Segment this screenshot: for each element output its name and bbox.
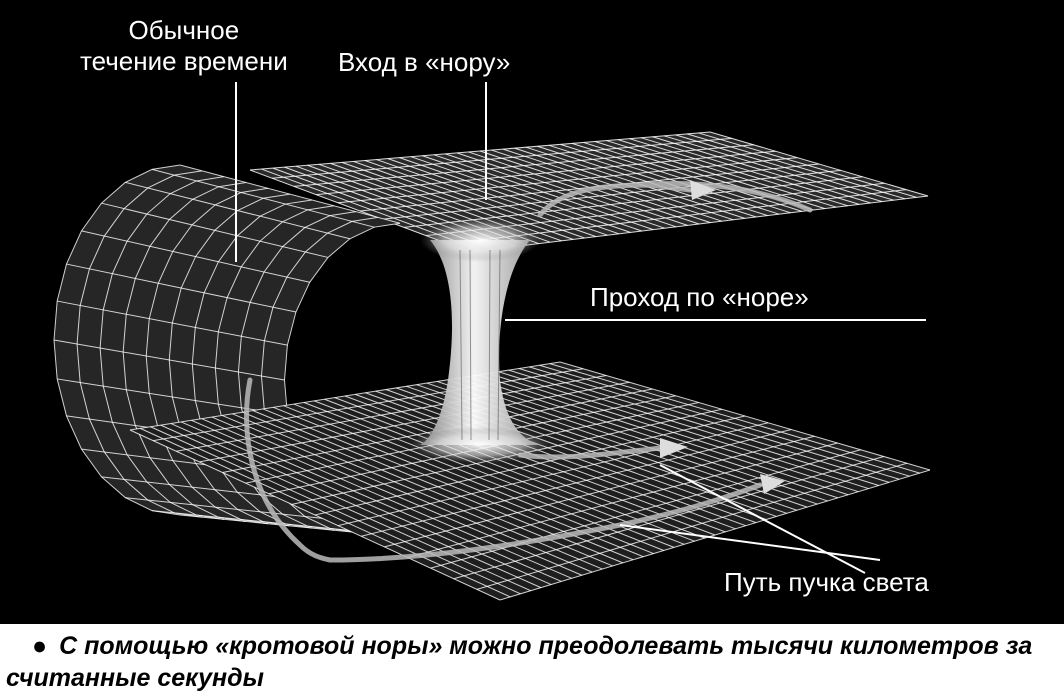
caption-text: С помощью «кротовой норы» можно преодоле… [6,632,1033,692]
pointer-light-path-a [659,464,866,574]
label-normal-time: Обычное течение времени [80,15,288,77]
curved-spacetime-bend [53,164,401,538]
caption-box: ●С помощью «кротовой норы» можно преодол… [0,622,1064,700]
pointer-light-path-b [619,524,881,561]
label-normal-time-line2: течение времени [80,46,288,76]
pointer-lines [235,82,926,574]
light-beam-arrowheads [660,180,785,494]
label-normal-time-line1: Обычное [128,15,240,45]
lower-spacetime-sheet [129,361,931,601]
wormhole-throat [410,218,550,463]
label-entry: Вход в «нору» [338,47,511,77]
wormhole-illustration [53,82,931,601]
caption: ●С помощью «кротовой норы» можно преодол… [6,630,1058,694]
caption-bullet: ● [32,632,48,660]
label-light-path: Путь пучка света [724,567,929,597]
light-beam-path [244,181,813,563]
label-passage: Проход по «норе» [590,282,809,312]
